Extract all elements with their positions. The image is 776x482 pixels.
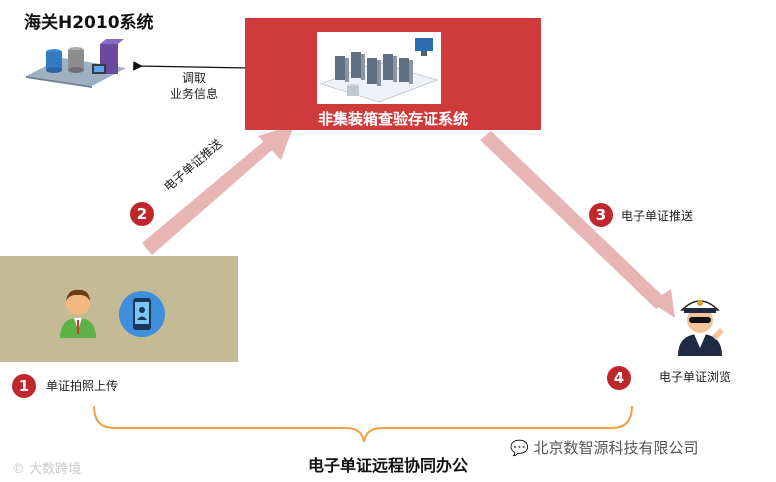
wechat-icon: 💬 [510, 439, 529, 457]
step-badge-3: 3 [589, 203, 613, 227]
main-system-box: 非集装箱查验存证系统 [245, 18, 541, 130]
exchange-label-line2: 业务信息 [169, 87, 218, 101]
h2010-servers-icon [26, 39, 126, 88]
uploader-panel [0, 256, 238, 362]
step-label-4: 电子单证浏览 [659, 370, 732, 384]
step-label-1: 单证拍照上传 [46, 379, 119, 393]
bottom-brace [93, 405, 633, 443]
step-label-3: 电子单证推送 [621, 209, 694, 223]
user-icon [60, 289, 96, 338]
step-badge-4: 4 [607, 366, 631, 390]
watermark-company-text: 北京数智源科技有限公司 [533, 439, 699, 457]
push-arrow-down [480, 131, 675, 318]
exchange-label: 调取 业务信息 [162, 70, 226, 102]
exchange-label-line1: 调取 [181, 71, 206, 85]
watermark-company: 💬 北京数智源科技有限公司 [510, 437, 698, 458]
watermark-logo-icon: © [12, 462, 25, 477]
watermark-source: © 大数跨境 [12, 458, 81, 477]
server-rack-image [317, 32, 441, 104]
push-arrow-up [142, 125, 294, 255]
bottom-title: 电子单证远程协同办公 [307, 456, 468, 475]
main-system-label: 非集装箱查验存证系统 [317, 110, 468, 128]
mobile-phone-icon [119, 291, 165, 337]
step-badge-1: 1 [12, 374, 36, 398]
watermark-source-text: 大数跨境 [29, 462, 82, 477]
customs-officer-icon [678, 300, 724, 356]
h2010-title: 海关H2010系统 [24, 13, 154, 33]
server-rack-icon [319, 38, 439, 103]
step-badge-2: 2 [130, 202, 154, 226]
